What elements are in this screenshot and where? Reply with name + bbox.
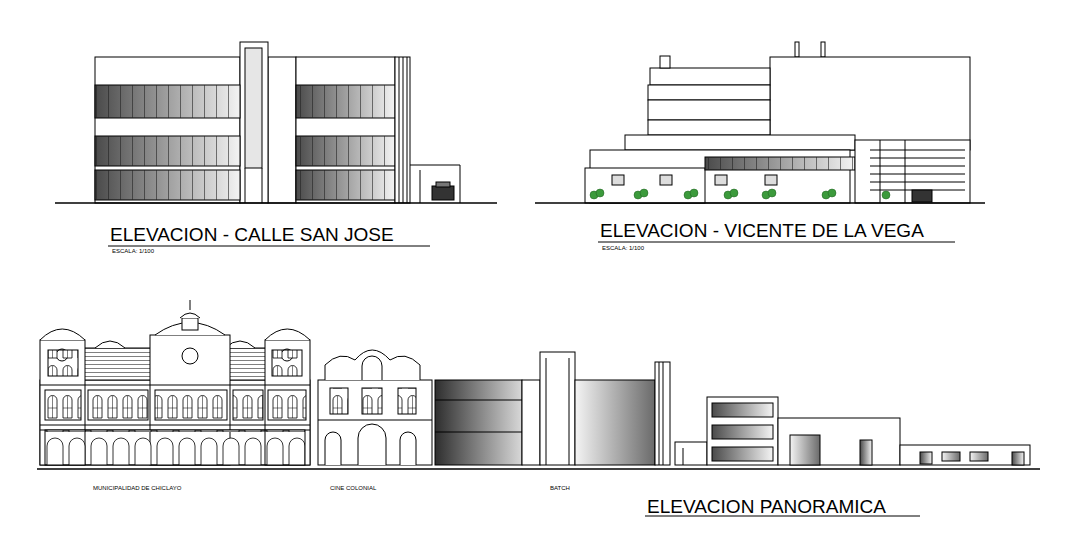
building-name: MUNICIPALIDAD DE CHICLAYO bbox=[93, 485, 181, 492]
scale-note: ESCALA: 1/100 bbox=[112, 248, 154, 255]
elevation-title: ELEVACION - CALLE SAN JOSE bbox=[110, 225, 394, 246]
scale-note: ESCALA: 1/100 bbox=[602, 245, 644, 252]
elevation-title: ELEVACION PANORAMICA bbox=[647, 497, 886, 518]
elevation-title: ELEVACION - VICENTE DE LA VEGA bbox=[600, 221, 924, 242]
building-name: BATCH bbox=[550, 485, 570, 492]
building-name: CINE COLONIAL bbox=[330, 485, 376, 492]
